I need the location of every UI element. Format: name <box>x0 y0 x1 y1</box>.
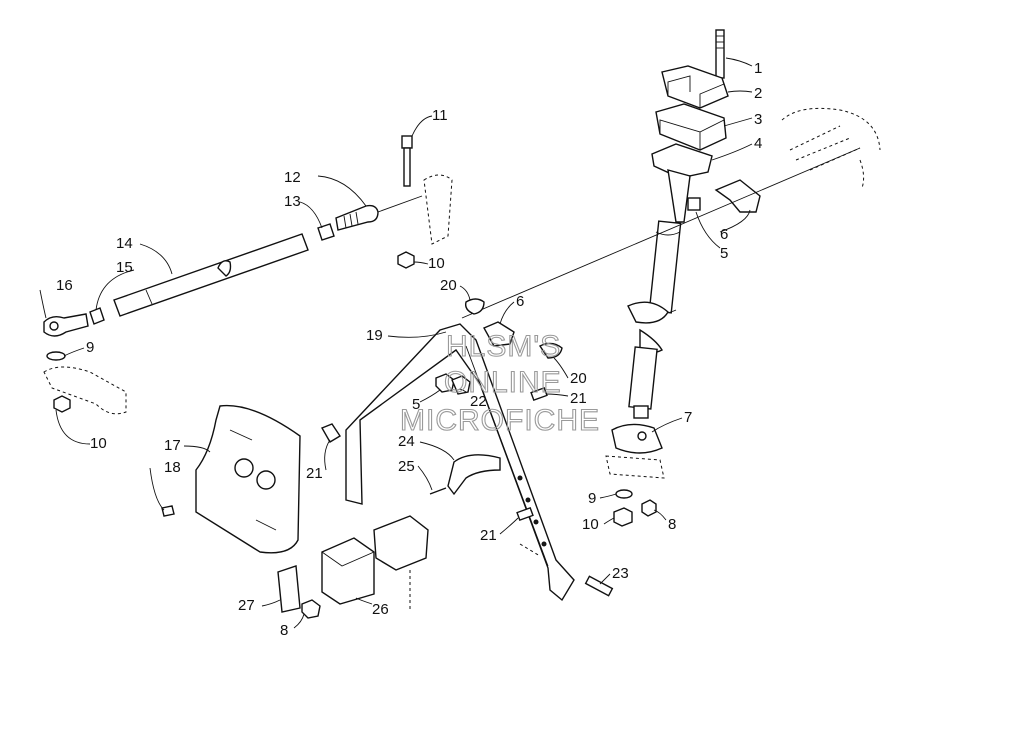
clip-part-20-right <box>538 342 563 359</box>
callout-10-upper: 10 <box>428 255 445 272</box>
callout-11: 11 <box>432 107 448 124</box>
bushing-part-22 <box>451 375 471 395</box>
watermark-line-1: HLSM'S <box>446 330 561 363</box>
callout-21-left: 21 <box>306 465 323 482</box>
module-part-26 <box>321 537 375 605</box>
steering-arm-outline <box>43 366 127 415</box>
nut-part-8-lower <box>301 599 321 619</box>
callout-5-center: 5 <box>412 396 420 413</box>
watermark-line-3: MICROFICHE <box>400 404 600 437</box>
callout-19: 19 <box>366 327 383 344</box>
callout-24: 24 <box>398 433 415 450</box>
steering-column-upper <box>667 169 691 223</box>
bolt-head-part-11 <box>401 135 413 149</box>
callout-6: 6 <box>720 226 728 243</box>
callout-17: 17 <box>164 437 181 454</box>
fitting-part-21-left <box>320 423 341 443</box>
steering-arm-part-7 <box>611 423 663 454</box>
bushing-part-5 <box>687 197 701 211</box>
watermark-line-2: ONLINE <box>444 366 562 399</box>
callout-18: 18 <box>164 459 181 476</box>
callout-7: 7 <box>684 409 692 426</box>
steering-column-lower <box>628 346 658 410</box>
nut-part-10 <box>613 507 633 527</box>
spindle-outline <box>423 174 453 245</box>
callout-2: 2 <box>754 85 762 102</box>
bolt-part-23 <box>584 575 614 597</box>
plate-part-4 <box>651 143 713 179</box>
bracket-part-24 <box>447 454 501 496</box>
callout-12: 12 <box>284 169 301 186</box>
tie-rod-assembly <box>43 135 453 415</box>
callout-22: 22 <box>470 393 487 410</box>
callout-13: 13 <box>284 193 301 210</box>
callout-21-upper: 21 <box>570 390 587 407</box>
nut-part-8 <box>641 499 657 517</box>
column-clamp <box>627 301 669 324</box>
nut-part-10-left <box>53 395 71 413</box>
callout-10-right: 10 <box>582 516 599 533</box>
switch-housing <box>373 515 429 571</box>
callout-15: 15 <box>116 259 133 276</box>
callout-9-right: 9 <box>588 490 596 507</box>
callout-14: 14 <box>116 235 133 252</box>
callout-23: 23 <box>612 565 629 582</box>
washer-part-9-left <box>46 351 66 361</box>
fitting-part-21 <box>530 386 548 402</box>
washer-part-9 <box>615 489 633 499</box>
tie-rod-part-14 <box>113 233 309 317</box>
callout-21-lower: 21 <box>480 527 497 544</box>
block-part-3 <box>655 103 727 151</box>
leader-lines <box>39 57 753 629</box>
callout-6-center: 6 <box>516 293 524 310</box>
bracket-part-27 <box>277 565 301 613</box>
jam-nut-part-13 <box>317 223 335 241</box>
clip-part-20 <box>464 298 485 315</box>
shield-part-17 <box>195 404 301 554</box>
nut-part-10-upper <box>397 251 415 269</box>
callout-26: 26 <box>372 601 389 618</box>
callout-27: 27 <box>238 597 255 614</box>
steering-post-assembly <box>461 29 881 527</box>
callout-4: 4 <box>754 135 762 152</box>
frame-assembly <box>161 298 614 619</box>
jam-nut-part-15 <box>89 307 105 325</box>
callout-labels: 1 2 3 4 5 6 5 11 12 13 10 14 15 16 9 10 … <box>56 60 762 639</box>
steering-support-part-19 <box>345 323 575 602</box>
callout-9-left: 9 <box>86 339 94 356</box>
callout-8-right: 8 <box>668 516 676 533</box>
callout-1: 1 <box>754 60 762 77</box>
bracket-part-6 <box>714 179 761 213</box>
callout-10-left: 10 <box>90 435 107 452</box>
callout-16: 16 <box>56 277 73 294</box>
bracket-part-6-center <box>483 321 515 347</box>
fitting-part-21-lower <box>516 506 534 522</box>
watermark: HLSM'S ONLINE MICROFICHE <box>399 329 600 437</box>
screw-part-18 <box>161 505 175 517</box>
screw-part-25 <box>429 487 447 495</box>
callout-20-top: 20 <box>440 277 457 294</box>
callout-20-right: 20 <box>570 370 587 387</box>
callout-25: 25 <box>398 458 415 475</box>
bolt-part-1 <box>715 29 725 79</box>
handlebar-outline <box>781 107 881 151</box>
nut-part-5-center <box>435 373 455 393</box>
callout-8-lower: 8 <box>280 622 288 639</box>
callout-3: 3 <box>754 111 762 128</box>
callout-5: 5 <box>720 245 728 262</box>
